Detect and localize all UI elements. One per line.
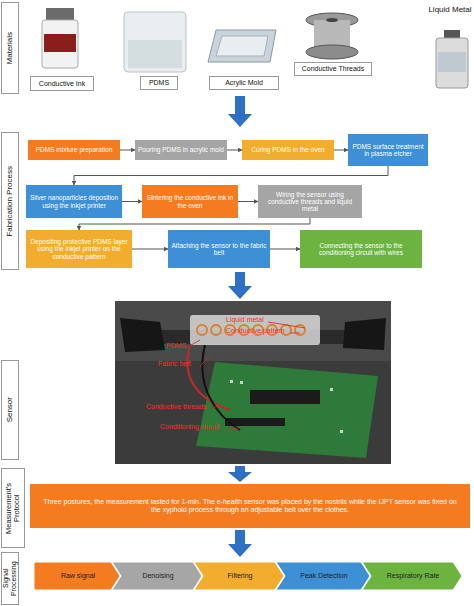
node-text: Peak Detection: [300, 572, 347, 580]
node-text: Curing PDMS in the oven: [251, 146, 324, 153]
node-text: PDMS: [149, 79, 169, 87]
chevron-fill: [34, 562, 120, 590]
pdms-jar-photo: [124, 12, 186, 72]
flow-connector: [334, 150, 348, 151]
chevron-fill: [362, 562, 462, 590]
part-label: Conductive pattern: [226, 327, 285, 335]
section-title: Sensor: [6, 397, 15, 422]
process-box: PDMS surface treatment in plasma etcher: [348, 134, 428, 166]
process-box: Pouring PDMS in acrylic mold: [135, 140, 227, 160]
step-chevron: Peak Detection: [276, 562, 370, 590]
process-box: Connecting the sensor to the conditionin…: [300, 230, 422, 268]
ink-bottle-photo: [42, 8, 78, 68]
flow-connector: [270, 249, 300, 250]
material-label: Conductive Threads: [294, 62, 372, 76]
process-box: Attaching the sensor to the fabric belt: [168, 230, 270, 268]
acrylic-mold-photo: [208, 30, 276, 62]
node-text: Attaching the sensor to the fabric belt: [171, 242, 267, 257]
chevron-fill: [276, 562, 370, 590]
material-label: Liquid Metal: [428, 6, 472, 15]
part-label: Conductive threads: [146, 403, 206, 411]
node-text: Depositing protective PDMS layer using t…: [29, 238, 129, 260]
node-text: Raw signal: [61, 572, 95, 580]
process-box: Silver nanoparticles deposition using th…: [26, 185, 122, 218]
section-label: Fabrication Process: [1, 132, 19, 270]
node-text: Acrylic Mold: [225, 79, 263, 87]
node-text: Respiratory Rate: [387, 572, 440, 580]
process-box: Wiring the sensor using conductive threa…: [258, 185, 362, 218]
node-text: PDMS surface treatment in plasma etcher: [351, 143, 425, 158]
step-chevron: Filtering: [194, 562, 284, 590]
process-box: Curing PDMS in the oven: [242, 140, 334, 160]
section-title: Measurement's Protocol: [5, 470, 22, 546]
sensor-photo: [115, 301, 391, 464]
section-label: Sensor: [1, 360, 19, 460]
section-title: Materials: [6, 32, 15, 64]
thread-spool-photo: [306, 13, 358, 59]
section-label: Materials: [1, 2, 19, 94]
node-text: Conductive Ink: [39, 80, 85, 88]
section-title: Fabrication Process: [6, 166, 15, 237]
node-text: Sintering the conductive ink in the oven: [145, 194, 235, 209]
node-text: Filtering: [228, 572, 253, 580]
section-label: Signal Processing: [1, 552, 19, 605]
flow-connector: [132, 249, 168, 250]
section-label: Measurement's Protocol: [1, 468, 25, 548]
node-text: Wiring the sensor using conductive threa…: [261, 191, 359, 213]
part-label: Conditioning circuit: [160, 423, 219, 431]
material-label: PDMS: [140, 76, 178, 90]
part-label: Fabric belt: [158, 360, 191, 368]
node-text: Denoising: [142, 572, 173, 580]
node-text: Pouring PDMS in acrylic mold: [138, 146, 224, 153]
node-text: Conductive Threads: [302, 65, 365, 73]
material-label: Acrylic Mold: [209, 76, 279, 90]
flow-connector: [79, 218, 310, 230]
process-box: Depositing protective PDMS layer using t…: [26, 230, 132, 268]
flow-connector: [120, 150, 135, 151]
process-box: Sintering the conductive ink in the oven: [142, 185, 238, 218]
protocol-band: Three postures, the measurement lasted f…: [30, 484, 470, 528]
step-chevron: Raw signal: [34, 562, 120, 590]
liquid-metal-bottle-photo: [436, 30, 468, 88]
chevron-fill: [112, 562, 202, 590]
step-chevron: Respiratory Rate: [362, 562, 462, 590]
flow-connector: [238, 201, 258, 202]
flow-connector: [122, 201, 142, 202]
node-text: Three postures, the measurement lasted f…: [38, 498, 462, 514]
material-label: Conductive Ink: [30, 76, 94, 91]
node-text: Connecting the sensor to the conditionin…: [303, 242, 419, 257]
node-text: PDMS mixture preparation: [36, 146, 113, 153]
flow-connector: [74, 166, 388, 185]
section-title: Signal Processing: [2, 554, 18, 603]
chevron-fill: [194, 562, 284, 590]
part-label: PDMS: [166, 342, 186, 350]
step-chevron: Denoising: [112, 562, 202, 590]
process-box: PDMS mixture preparation: [28, 140, 120, 160]
node-text: Silver nanoparticles deposition using th…: [29, 194, 119, 209]
part-label: Liquid metal: [226, 316, 264, 324]
flow-connector: [227, 150, 242, 151]
